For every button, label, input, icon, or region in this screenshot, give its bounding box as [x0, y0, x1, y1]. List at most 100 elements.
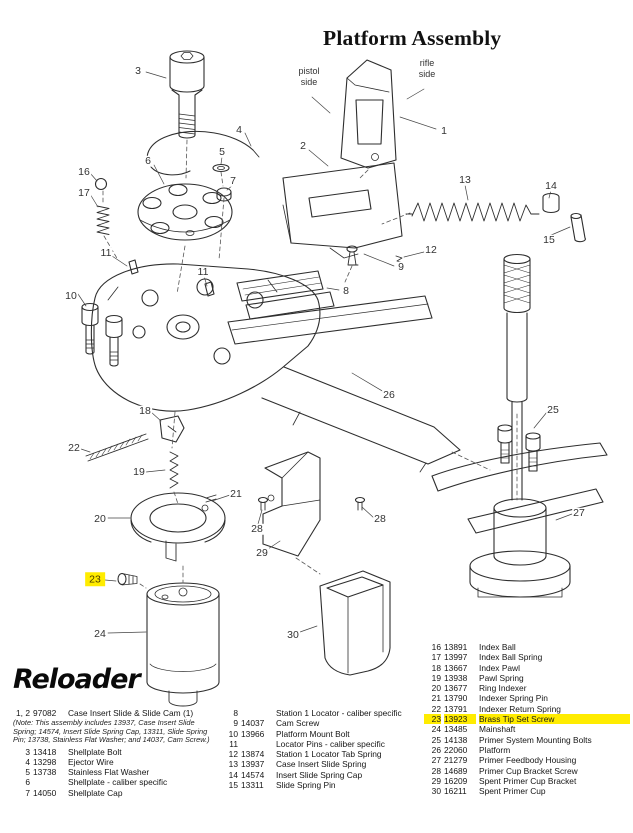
parts-row-6: 6 Shellplate - caliber specific [13, 777, 218, 787]
part-desc: Ejector Wire [68, 756, 114, 767]
part-part: 13874 [241, 749, 265, 760]
slide-cam-drawing [340, 59, 397, 169]
part-part: 13311 [241, 780, 264, 791]
part-num: 5 [25, 767, 30, 778]
part-desc: Spent Primer Cup Bracket [479, 775, 577, 786]
part-part: 14138 [444, 734, 468, 745]
part-num: 1, 2 [16, 708, 30, 718]
page-title: Platform Assembly [323, 26, 502, 50]
part-num: 16 [431, 642, 441, 652]
part-num: 18 [431, 662, 441, 673]
part-num: 19 [431, 672, 441, 683]
callout-30: 30 [286, 628, 300, 641]
insert-slide-spring-drawing [405, 202, 540, 222]
mount-bolts-drawing [81, 302, 123, 367]
leader-lines [77, 71, 573, 634]
callout-16: 16 [77, 165, 91, 178]
part-part: 22060 [444, 744, 468, 755]
locator-bars-drawing [227, 270, 433, 345]
callout-4: 4 [235, 123, 243, 136]
callout-27: 27 [572, 506, 586, 519]
part-part: 16211 [444, 786, 467, 797]
part-part: 13997 [444, 652, 468, 663]
part-num: 28 [431, 765, 441, 776]
part-desc: Shellplate - caliber specific [68, 777, 168, 788]
callout-15: 15 [542, 233, 556, 246]
part-part [241, 739, 273, 749]
part-part: 14037 [241, 718, 265, 729]
callout-25: 25 [546, 403, 560, 416]
shellplate-drawing [137, 183, 233, 241]
part-desc: Primer System Mounting Bolts [479, 734, 592, 745]
part-desc: Locator Pins - caliber specific [276, 738, 385, 749]
part-num: 14 [228, 769, 238, 780]
part-num: 24 [431, 724, 441, 735]
callout-5: 5 [218, 145, 226, 158]
part-num: 7 [25, 787, 30, 798]
part-part: 13738 [33, 767, 57, 778]
part-part: 14689 [444, 765, 468, 776]
part-num: 10 [228, 728, 238, 739]
part-desc: Stainless Flat Washer [68, 767, 150, 778]
part-part: 13791 [444, 703, 468, 714]
part-num: 8 [233, 708, 238, 718]
pawl-spring-drawing [169, 451, 179, 489]
part-num: 11 [229, 738, 238, 749]
ring-indexer-drawing [130, 492, 226, 562]
callout-22: 22 [67, 441, 81, 454]
part-part: 13485 [444, 724, 468, 735]
part-num: 6 [25, 777, 30, 788]
part-part: 21279 [444, 755, 468, 766]
spring-cap-drawing [542, 192, 560, 214]
callout-10: 10 [64, 289, 78, 302]
part-part: 13937 [241, 759, 265, 770]
part-desc: Brass Tip Set Screw [479, 714, 630, 725]
reloader-logo: Reloader [13, 664, 141, 695]
callout-3: 3 [134, 64, 142, 77]
callout-28: 28 [250, 522, 264, 535]
callout-12: 12 [424, 243, 438, 256]
part-part: 13418 [33, 746, 57, 757]
callout-2: 2 [299, 139, 307, 152]
part-num: 4 [25, 756, 30, 767]
callout-13: 13 [458, 173, 472, 186]
callout-21: 21 [229, 487, 243, 500]
callout-7: 7 [229, 174, 237, 187]
callout-6: 6 [144, 154, 152, 167]
part-desc: Spent Primer Cup [479, 786, 546, 797]
part-part: 13891 [444, 642, 468, 652]
parts-row-8: 8 Station 1 Locator - caliber specific [221, 708, 426, 718]
part-num: 9 [233, 718, 238, 729]
part-desc: Station 1 Locator - caliber specific [276, 708, 402, 718]
callout-29: 29 [255, 546, 269, 559]
part-part: 13677 [444, 683, 468, 694]
part-part [33, 777, 65, 787]
callout-8: 8 [342, 284, 350, 297]
part-num: 22 [431, 703, 441, 714]
part-part: 13298 [33, 756, 57, 767]
primer-feed-rod-drawing [503, 253, 531, 501]
part-num: 13 [228, 759, 238, 770]
part-part: 16209 [444, 775, 468, 786]
feedbody-housing-drawing [431, 442, 608, 598]
part-desc: Ring Indexer [479, 683, 527, 694]
part-desc: Shellplate Bolt [68, 746, 122, 757]
part-num: 17 [431, 652, 441, 663]
part-part [241, 708, 273, 718]
callout-17: 17 [77, 186, 91, 199]
part-part: 13966 [241, 728, 265, 739]
